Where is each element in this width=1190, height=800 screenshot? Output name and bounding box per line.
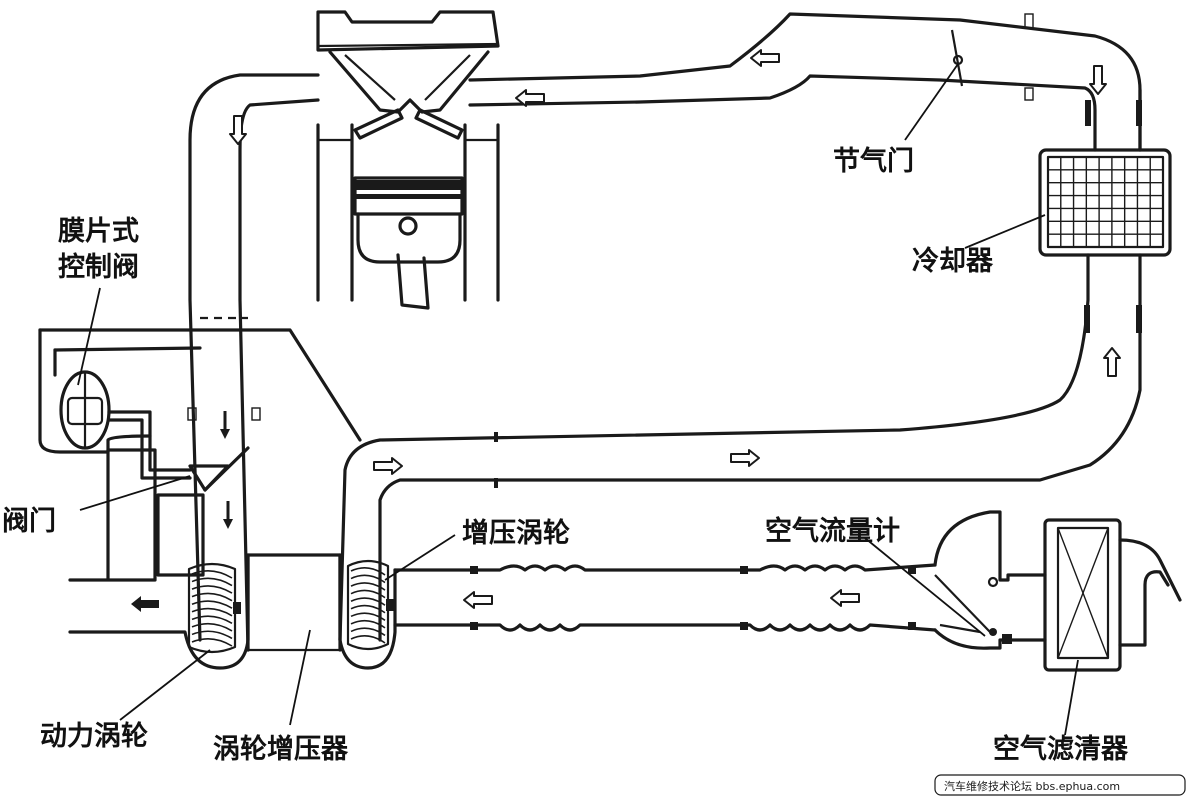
flow-arrow-intake-left-bend [229,115,247,145]
label-turbine-wheel: 动力涡轮 [40,721,148,752]
air-filter [1043,518,1182,672]
flow-arrow-intake-top [515,89,545,107]
air-flow-meter [933,510,1047,650]
compressor-wheel-blade [350,574,386,584]
watermark: 汽车维修技术论坛 bbs.ephua.com [934,774,1186,796]
flow-arrow-exhaust-down-1 [220,411,230,439]
flow-arrows [131,49,1121,612]
flow-arrow-compressor-outlet [373,457,403,475]
compressor-wheel-blade [350,567,386,576]
turbocharger [68,448,397,670]
engine-cylinder [316,10,500,310]
turbine-wheel-blade [191,600,233,609]
flow-arrow-top-right-bend [750,49,780,67]
flow-arrow-exhaust-out [131,596,159,612]
compressor-wheel-blade [350,635,386,644]
turbine-wheel-blade [191,585,233,594]
flow-arrow-meter [830,589,860,607]
label-valve: 阀门 [2,506,56,537]
turbine-wheel-blade [191,607,233,617]
label-air-flow-meter: 空气流量计 [765,515,900,547]
turbine-wheel-outline [187,562,237,654]
watermark-text: 汽车维修技术论坛 bbs.ephua.com [944,779,1120,793]
turbine-wheel-blade [191,638,233,647]
turbine-wheel-blade [191,577,233,587]
flow-arrow-pressure-pipe [730,449,760,467]
turbine-wheel-blade [191,630,233,640]
label-diaphragm-valve-2: 控制阀 [58,252,139,283]
compressor-wheel-hub [386,599,394,611]
diaphragm-control-valve [53,346,250,492]
intake-manifold-pipe [468,12,1142,152]
turbine-wheel-blade [191,615,233,625]
turbine-wheel-blade [191,592,233,602]
intake-air-pipe [393,563,937,632]
turbine-wheel-blade [191,570,233,579]
label-compressor-wheel: 增压涡轮 [462,517,570,549]
compressor-wheel-blade [350,619,386,629]
label-air-filter: 空气滤清器 [993,733,1129,765]
label-turbocharger: 涡轮增压器 [213,733,349,765]
compressor-wheel-blade [350,597,386,606]
compressor-wheel-blade [350,582,386,591]
turbine-wheel-hub [233,602,241,614]
compressor-wheel-outline [346,559,390,651]
compressor-wheel-blade [350,612,386,621]
label-diaphragm-valve-1: 膜片式 [58,216,139,247]
flow-arrow-right-corner [1089,65,1107,95]
compressor-wheel-blade [350,604,386,614]
compressor-wheel-blade [350,627,386,637]
intercooler [338,148,1172,642]
flow-arrow-intake-pipe [463,591,493,609]
label-throttle: 节气门 [833,146,914,177]
leader-lines [77,63,1079,736]
label-cooler: 冷却器 [912,246,994,277]
flow-arrow-cooler-inlet [1103,347,1121,377]
exhaust-manifold [38,328,362,497]
turbine-wheel-blade [191,622,233,632]
flow-arrow-exhaust-down-2 [223,501,233,529]
compressor-wheel-blade [350,589,386,599]
